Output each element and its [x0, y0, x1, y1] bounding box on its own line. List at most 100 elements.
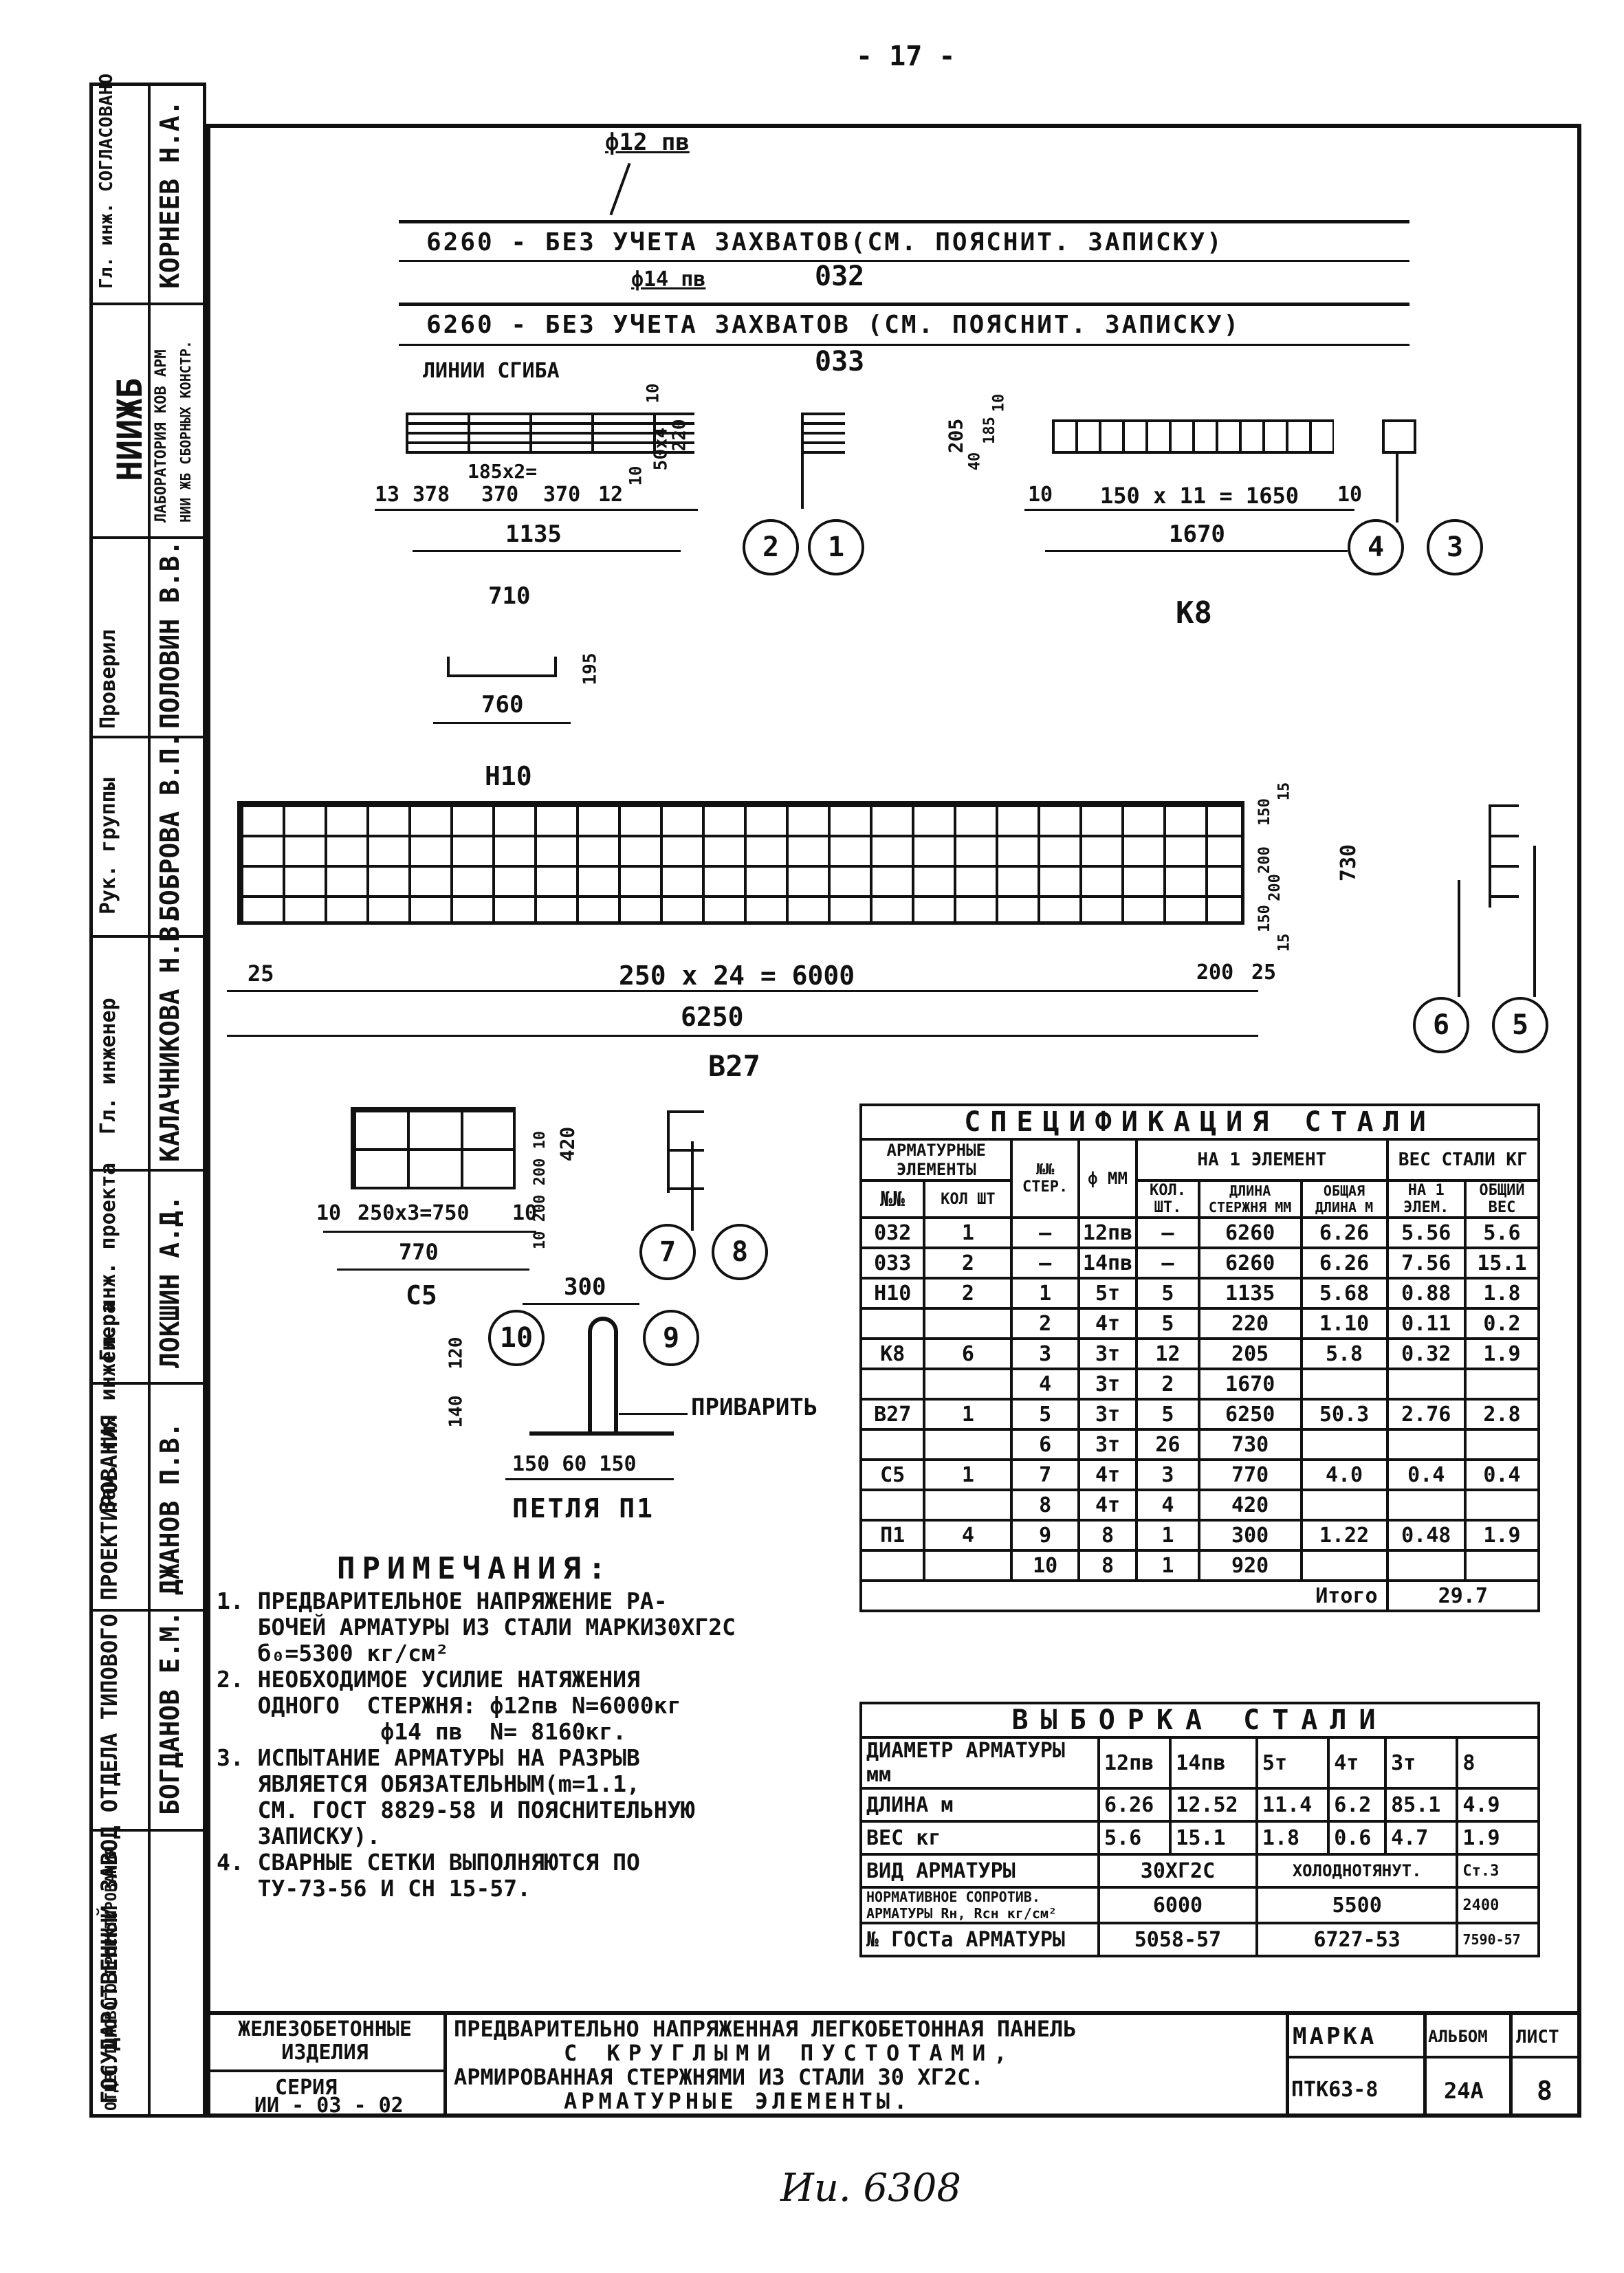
spec-cell-tl	[1299, 1549, 1389, 1582]
h10-v2: 220	[669, 419, 690, 452]
spec-cell-k: —	[1135, 1216, 1200, 1249]
stamp-divider	[89, 1829, 206, 1832]
spec-cell-el: 032	[859, 1216, 926, 1249]
spec-cell-w1: 0.32	[1385, 1337, 1467, 1370]
spec-cell-n: 4	[1010, 1368, 1080, 1401]
bar2-text: 6260 - БЕЗ УЧЕТА ЗАХВАТОВ (СМ. ПОЯСНИТ. …	[426, 311, 1241, 339]
vyb-cell: 0.6	[1327, 1820, 1387, 1856]
spec-h-per: НА 1 ЭЛЕМЕНТ	[1135, 1138, 1389, 1182]
vyb-cell: 14пв	[1169, 1736, 1258, 1790]
c5-left: 10	[316, 1201, 342, 1225]
vyb-cell: 4.9	[1456, 1787, 1540, 1823]
left-stamp-divider	[148, 83, 151, 2118]
spec-total-label: Итого	[859, 1579, 1389, 1612]
c5-mark: С5	[406, 1280, 437, 1310]
spec-cell-el: П1	[859, 1519, 926, 1552]
b27-leader-1	[1458, 880, 1460, 997]
k8-dim-line	[1024, 509, 1354, 511]
vyborka-row-norm: НОРМАТИВНОЕ СОПРОТИВ. АРМАТУРЫ Rн, Rсн к…	[859, 1886, 1540, 1924]
h10-d4: 370	[543, 483, 581, 507]
spec-cell-tl: 5.8	[1299, 1337, 1389, 1370]
spec-cell-el	[859, 1489, 926, 1522]
b27-v6: 15	[1275, 933, 1293, 952]
spec-h-elements: АРМАТУРНЫЕ ЭЛЕМЕНТЫ	[859, 1138, 1013, 1182]
spec-cell-tl: 6.26	[1299, 1216, 1389, 1249]
spec-cell-el: К8	[859, 1337, 926, 1370]
spec-cell-w1: 2.76	[1385, 1398, 1467, 1431]
spec-cell-n: 10	[1010, 1549, 1080, 1582]
c5-dim-line	[323, 1231, 536, 1233]
spec-cell-el	[859, 1368, 926, 1401]
spec-cell-len: 205	[1197, 1337, 1303, 1370]
spec-cell-phi: 3т	[1077, 1428, 1139, 1461]
page-number: - 17 -	[856, 41, 956, 72]
spec-cell-k: 3	[1135, 1458, 1200, 1491]
vyb-cell: 5т	[1255, 1736, 1330, 1790]
k8-spacing: 150 x 11 = 1650	[1100, 483, 1299, 509]
stamp-divider	[89, 935, 206, 938]
spec-cell-n: 2	[1010, 1307, 1080, 1340]
spec-cell-w1: 0.88	[1385, 1277, 1467, 1310]
vyborka-row-gost: № ГОСТа АРМАТУРЫ 5058-57 6727-53 7590-57	[859, 1922, 1540, 1957]
k8-leader	[1396, 454, 1398, 523]
bar1-label: ф12 пв	[605, 129, 690, 156]
stamp-name-4: КАЛАЧНИКОВА Н.В.	[155, 910, 185, 1162]
b27-total-line	[227, 1035, 1258, 1037]
tb-series: ИИ - 03 - 02	[254, 2094, 404, 2118]
tb-divider	[206, 2069, 443, 2072]
marker-8: 8	[712, 1224, 768, 1280]
spec-cell-n: —	[1010, 1216, 1080, 1249]
spec-title: СПЕЦИФИКАЦИЯ СТАЛИ	[859, 1103, 1540, 1141]
spec-cell-q: 1	[923, 1216, 1013, 1249]
p1-base	[529, 1431, 674, 1436]
spec-cell-n: 7	[1010, 1458, 1080, 1491]
p1-v1: 120	[446, 1337, 467, 1370]
tb-org: ЖЕЛЕЗОБЕТОННЫЕ ИЗДЕЛИЯ	[238, 2017, 412, 2065]
spec-cell-tl	[1299, 1368, 1389, 1401]
spec-cell-wt	[1463, 1489, 1541, 1522]
h10-total-line	[413, 550, 681, 552]
spec-h-qty: КОЛ ШТ	[923, 1179, 1013, 1219]
k8-v2: 40	[966, 452, 984, 471]
spec-cell-phi: 3т	[1077, 1398, 1139, 1431]
spec-cell-k: 4	[1135, 1489, 1200, 1522]
vyborka-row-weight: ВЕС кг 5.6 15.1 1.8 0.6 4.7 1.9	[859, 1820, 1540, 1856]
c5-total: 770	[399, 1239, 439, 1265]
spec-cell-k: 2	[1135, 1368, 1200, 1401]
spec-cell-w1	[1385, 1549, 1467, 1582]
spec-cell-len: 300	[1197, 1519, 1303, 1552]
stamp-role-4: Рук. группы	[96, 778, 120, 914]
k8-right: 10	[1337, 483, 1363, 507]
spec-h-w1: НА 1 ЭЛЕМ.	[1385, 1179, 1467, 1219]
spec-h-nn: №№ СТЕР.	[1010, 1138, 1080, 1219]
spec-cell-len: 770	[1197, 1458, 1303, 1491]
spec-cell-q	[923, 1368, 1013, 1401]
k8-v4: 10	[990, 393, 1008, 413]
spec-cell-wt: 1.9	[1463, 1519, 1541, 1552]
vyb-cell: 1.9	[1456, 1820, 1540, 1856]
vyb-cell: 15.1	[1169, 1820, 1258, 1856]
h10-bent-shape	[447, 657, 557, 677]
c5-mesh	[351, 1107, 516, 1189]
bar1-text: 6260 - БЕЗ УЧЕТА ЗАХВАТОВ(СМ. ПОЯСНИТ. З…	[426, 228, 1224, 256]
b27-spacing: 250 x 24 = 6000	[619, 960, 855, 991]
spec-cell-tl: 5.68	[1299, 1277, 1389, 1310]
h10-total: 1135	[505, 520, 562, 548]
k8-total-line	[1045, 550, 1348, 552]
note-line: 4. СВАРНЫЕ СЕТКИ ВЫПОЛНЯЮТСЯ ПО	[217, 1849, 640, 1876]
p1-weld-leader	[619, 1413, 688, 1415]
stamp-divider	[89, 1609, 206, 1612]
p1-top: 300	[564, 1273, 606, 1301]
vyb-cell: ДИАМЕТР АРМАТУРЫ мм	[859, 1736, 1100, 1790]
vyb-cell: ВИД АРМАТУРЫ	[859, 1853, 1100, 1889]
spec-cell-tl: 4.0	[1299, 1458, 1389, 1491]
spec-cell-w1: 0.4	[1385, 1458, 1467, 1491]
vyb-cell: № ГОСТа АРМАТУРЫ	[859, 1922, 1100, 1957]
spec-cell-q: 1	[923, 1458, 1013, 1491]
vyb-cell: 5058-57	[1097, 1922, 1258, 1957]
marker-10: 10	[488, 1310, 545, 1366]
